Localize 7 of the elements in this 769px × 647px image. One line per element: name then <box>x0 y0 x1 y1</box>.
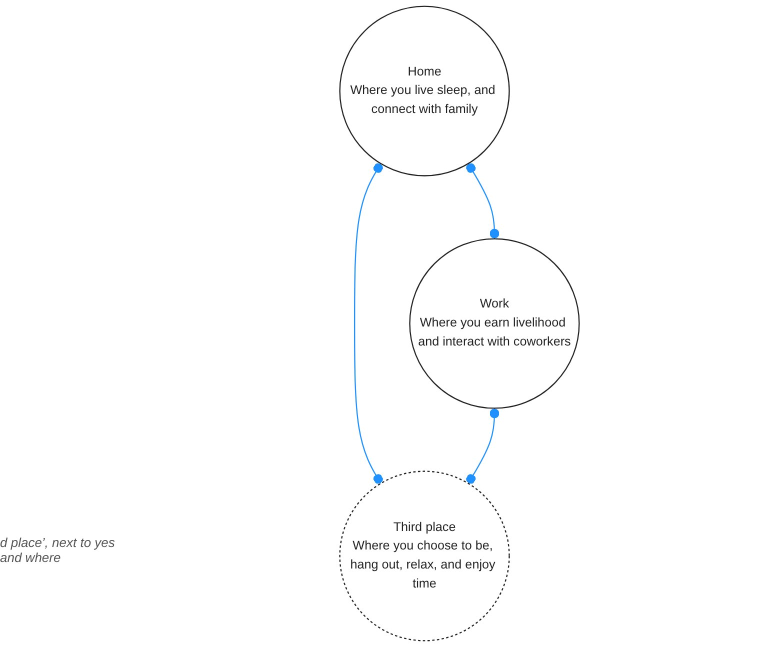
node-circle: Work Where you earn livelihood and interact with coworkers <box>409 238 580 409</box>
node-circle: Home Where you live sleep, and connect with family <box>339 6 510 176</box>
node-circle: Third place Where you choose to be, hang out, relax, and enjoy time <box>339 470 510 642</box>
connector <box>354 163 383 484</box>
note-text: d place’, next to yes and where <box>0 535 116 565</box>
connector <box>466 163 500 239</box>
connector <box>466 408 500 484</box>
